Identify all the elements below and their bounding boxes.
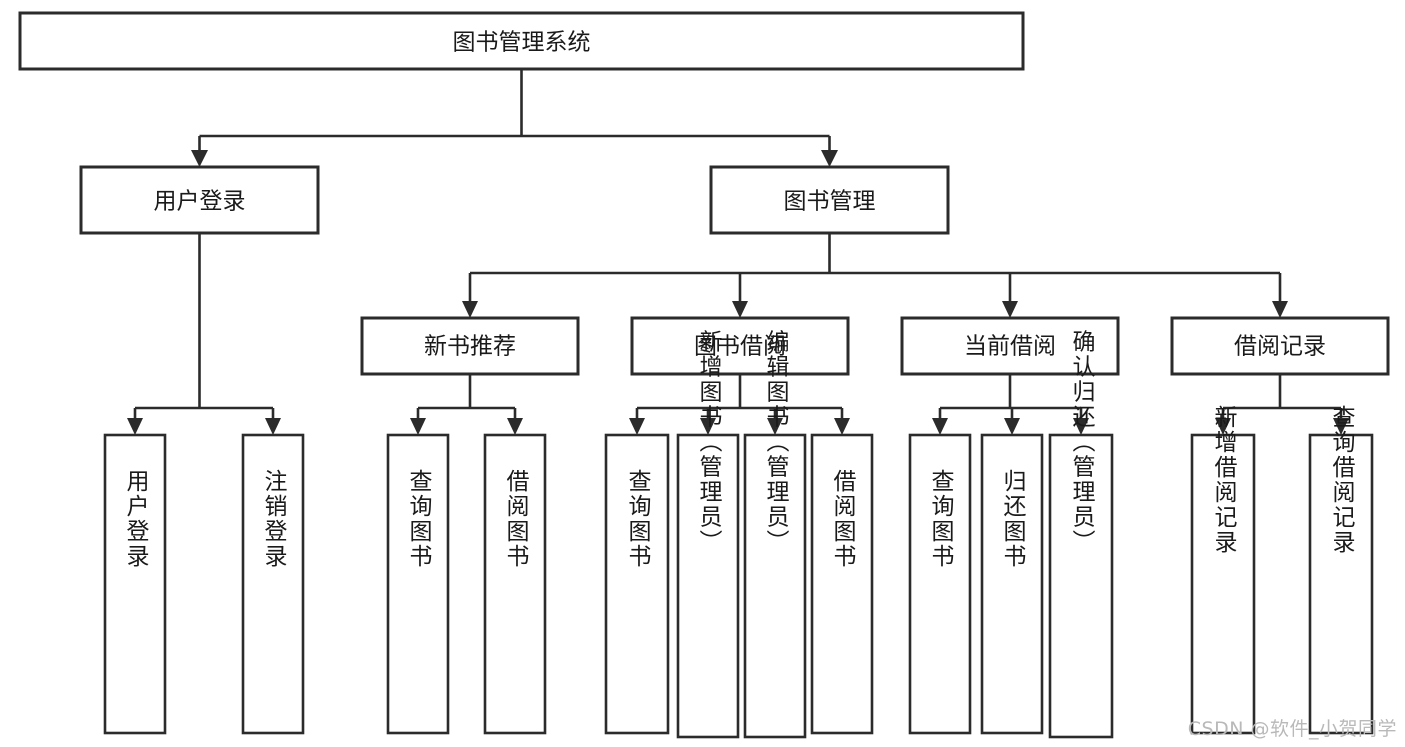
- arrow-head-leaf-return-book: [1004, 418, 1020, 435]
- node-leaf-logout-login-label: 注销登录: [260, 469, 288, 569]
- node-book-borrow-box: [630, 316, 850, 376]
- node-book-borrow[interactable]: 图书借阅: [630, 316, 850, 376]
- node-leaf-query-book-2[interactable]: 查询图书: [604, 433, 670, 735]
- arrow-head-current-borrow: [1002, 301, 1018, 318]
- node-leaf-confirm-return-admin[interactable]: 确认归还（管理员）: [1048, 330, 1114, 739]
- node-root-label: 图书管理系统: [453, 30, 591, 56]
- node-borrow-record[interactable]: 借阅记录: [1170, 316, 1390, 376]
- node-leaf-borrow-book-2-label: 借阅图书: [829, 469, 857, 569]
- node-book-manage-box: [709, 165, 950, 235]
- node-leaf-query-book-3[interactable]: 查询图书: [908, 433, 972, 735]
- node-leaf-query-book-3-label: 查询图书: [927, 469, 955, 569]
- node-leaf-add-book-admin[interactable]: 新增图书（管理员）: [676, 330, 740, 739]
- node-new-book-recommend[interactable]: 新书推荐: [360, 316, 580, 376]
- node-new-book-recommend-label: 新书推荐: [424, 334, 516, 360]
- node-leaf-user-login-box: [103, 433, 167, 735]
- arrow-head-leaf-add-book-admin: [700, 418, 716, 435]
- node-leaf-edit-book-admin-label: 编辑图书（管理员）: [762, 330, 790, 555]
- node-leaf-query-borrow-record-label: 查询借阅记录: [1328, 405, 1356, 555]
- node-leaf-query-book-3-box: [908, 433, 972, 735]
- node-root[interactable]: 图书管理系统: [18, 11, 1025, 71]
- arrow-head-leaf-borrow-book-1: [507, 418, 523, 435]
- node-leaf-borrow-book-1[interactable]: 借阅图书: [483, 433, 547, 735]
- node-leaf-return-book-label: 归还图书: [999, 469, 1027, 569]
- node-new-book-recommend-box: [360, 316, 580, 376]
- node-leaf-add-book-admin-label: 新增图书（管理员）: [695, 330, 723, 555]
- arrow-head-leaf-query-borrow-record: [1333, 418, 1349, 435]
- arrow-head-book-borrow: [732, 301, 748, 318]
- node-leaf-logout-login-box: [241, 433, 305, 735]
- node-leaf-add-borrow-record-label: 新增借阅记录: [1210, 405, 1238, 555]
- arrow-head-leaf-borrow-book-2: [834, 418, 850, 435]
- node-borrow-record-box: [1170, 316, 1390, 376]
- node-leaf-borrow-book-2[interactable]: 借阅图书: [810, 433, 874, 735]
- node-current-borrow-label: 当前借阅: [964, 334, 1056, 360]
- node-leaf-query-book-1-box: [386, 433, 450, 735]
- node-leaf-query-borrow-record[interactable]: 查询借阅记录: [1308, 405, 1374, 735]
- node-leaf-edit-book-admin[interactable]: 编辑图书（管理员）: [743, 330, 807, 739]
- node-leaf-query-book-2-box: [604, 433, 670, 735]
- node-leaf-query-book-2-label: 查询图书: [624, 469, 652, 569]
- node-borrow-record-label: 借阅记录: [1234, 334, 1326, 360]
- arrow-head-new-book-recommend: [462, 301, 478, 318]
- node-user-login-box: [79, 165, 320, 235]
- csdn-watermark: CSDN @软件_小贺同学: [1187, 718, 1397, 740]
- node-leaf-confirm-return-admin-label: 确认归还（管理员）: [1068, 330, 1096, 555]
- node-leaf-add-borrow-record-box: [1190, 433, 1256, 735]
- arrow-head-leaf-user-login: [127, 418, 143, 435]
- node-leaf-borrow-book-1-box: [483, 433, 547, 735]
- node-leaf-query-borrow-record-box: [1308, 433, 1374, 735]
- node-current-borrow[interactable]: 当前借阅: [900, 316, 1120, 376]
- node-book-manage[interactable]: 图书管理: [709, 165, 950, 235]
- node-user-login-label: 用户登录: [154, 189, 246, 215]
- node-current-borrow-box: [900, 316, 1120, 376]
- node-book-borrow-label: 图书借阅: [694, 334, 786, 360]
- node-user-login[interactable]: 用户登录: [79, 165, 320, 235]
- arrow-head-leaf-query-book-1: [410, 418, 426, 435]
- node-leaf-query-book-1[interactable]: 查询图书: [386, 433, 450, 735]
- node-leaf-confirm-return-admin-box: [1048, 433, 1114, 739]
- node-leaf-borrow-book-2-box: [810, 433, 874, 735]
- arrow-head-leaf-edit-book-admin: [767, 418, 783, 435]
- node-leaf-user-login-label: 用户登录: [122, 469, 150, 569]
- arrow-head-leaf-confirm-return-admin: [1073, 418, 1089, 435]
- arrow-head-borrow-record: [1272, 301, 1288, 318]
- arrow-head-user-login: [191, 150, 208, 167]
- arrow-head-leaf-query-book-2: [629, 418, 645, 435]
- arrow-head-leaf-query-book-3: [932, 418, 948, 435]
- node-leaf-borrow-book-1-label: 借阅图书: [502, 469, 530, 569]
- connector-layer: [127, 69, 1349, 435]
- node-book-manage-label: 图书管理: [784, 189, 876, 215]
- arrow-head-leaf-logout-login: [265, 418, 281, 435]
- node-leaf-logout-login[interactable]: 注销登录: [241, 433, 305, 735]
- node-leaf-query-book-1-label: 查询图书: [405, 469, 433, 569]
- node-leaf-user-login[interactable]: 用户登录: [103, 433, 167, 735]
- node-leaf-edit-book-admin-box: [743, 433, 807, 739]
- arrow-head-book-manage: [821, 150, 838, 167]
- node-leaf-add-borrow-record[interactable]: 新增借阅记录: [1190, 405, 1256, 735]
- node-root-box: [18, 11, 1025, 71]
- node-leaf-add-book-admin-box: [676, 433, 740, 739]
- arrow-head-leaf-add-borrow-record: [1215, 418, 1231, 435]
- node-leaf-return-book[interactable]: 归还图书: [980, 433, 1044, 735]
- node-leaf-return-book-box: [980, 433, 1044, 735]
